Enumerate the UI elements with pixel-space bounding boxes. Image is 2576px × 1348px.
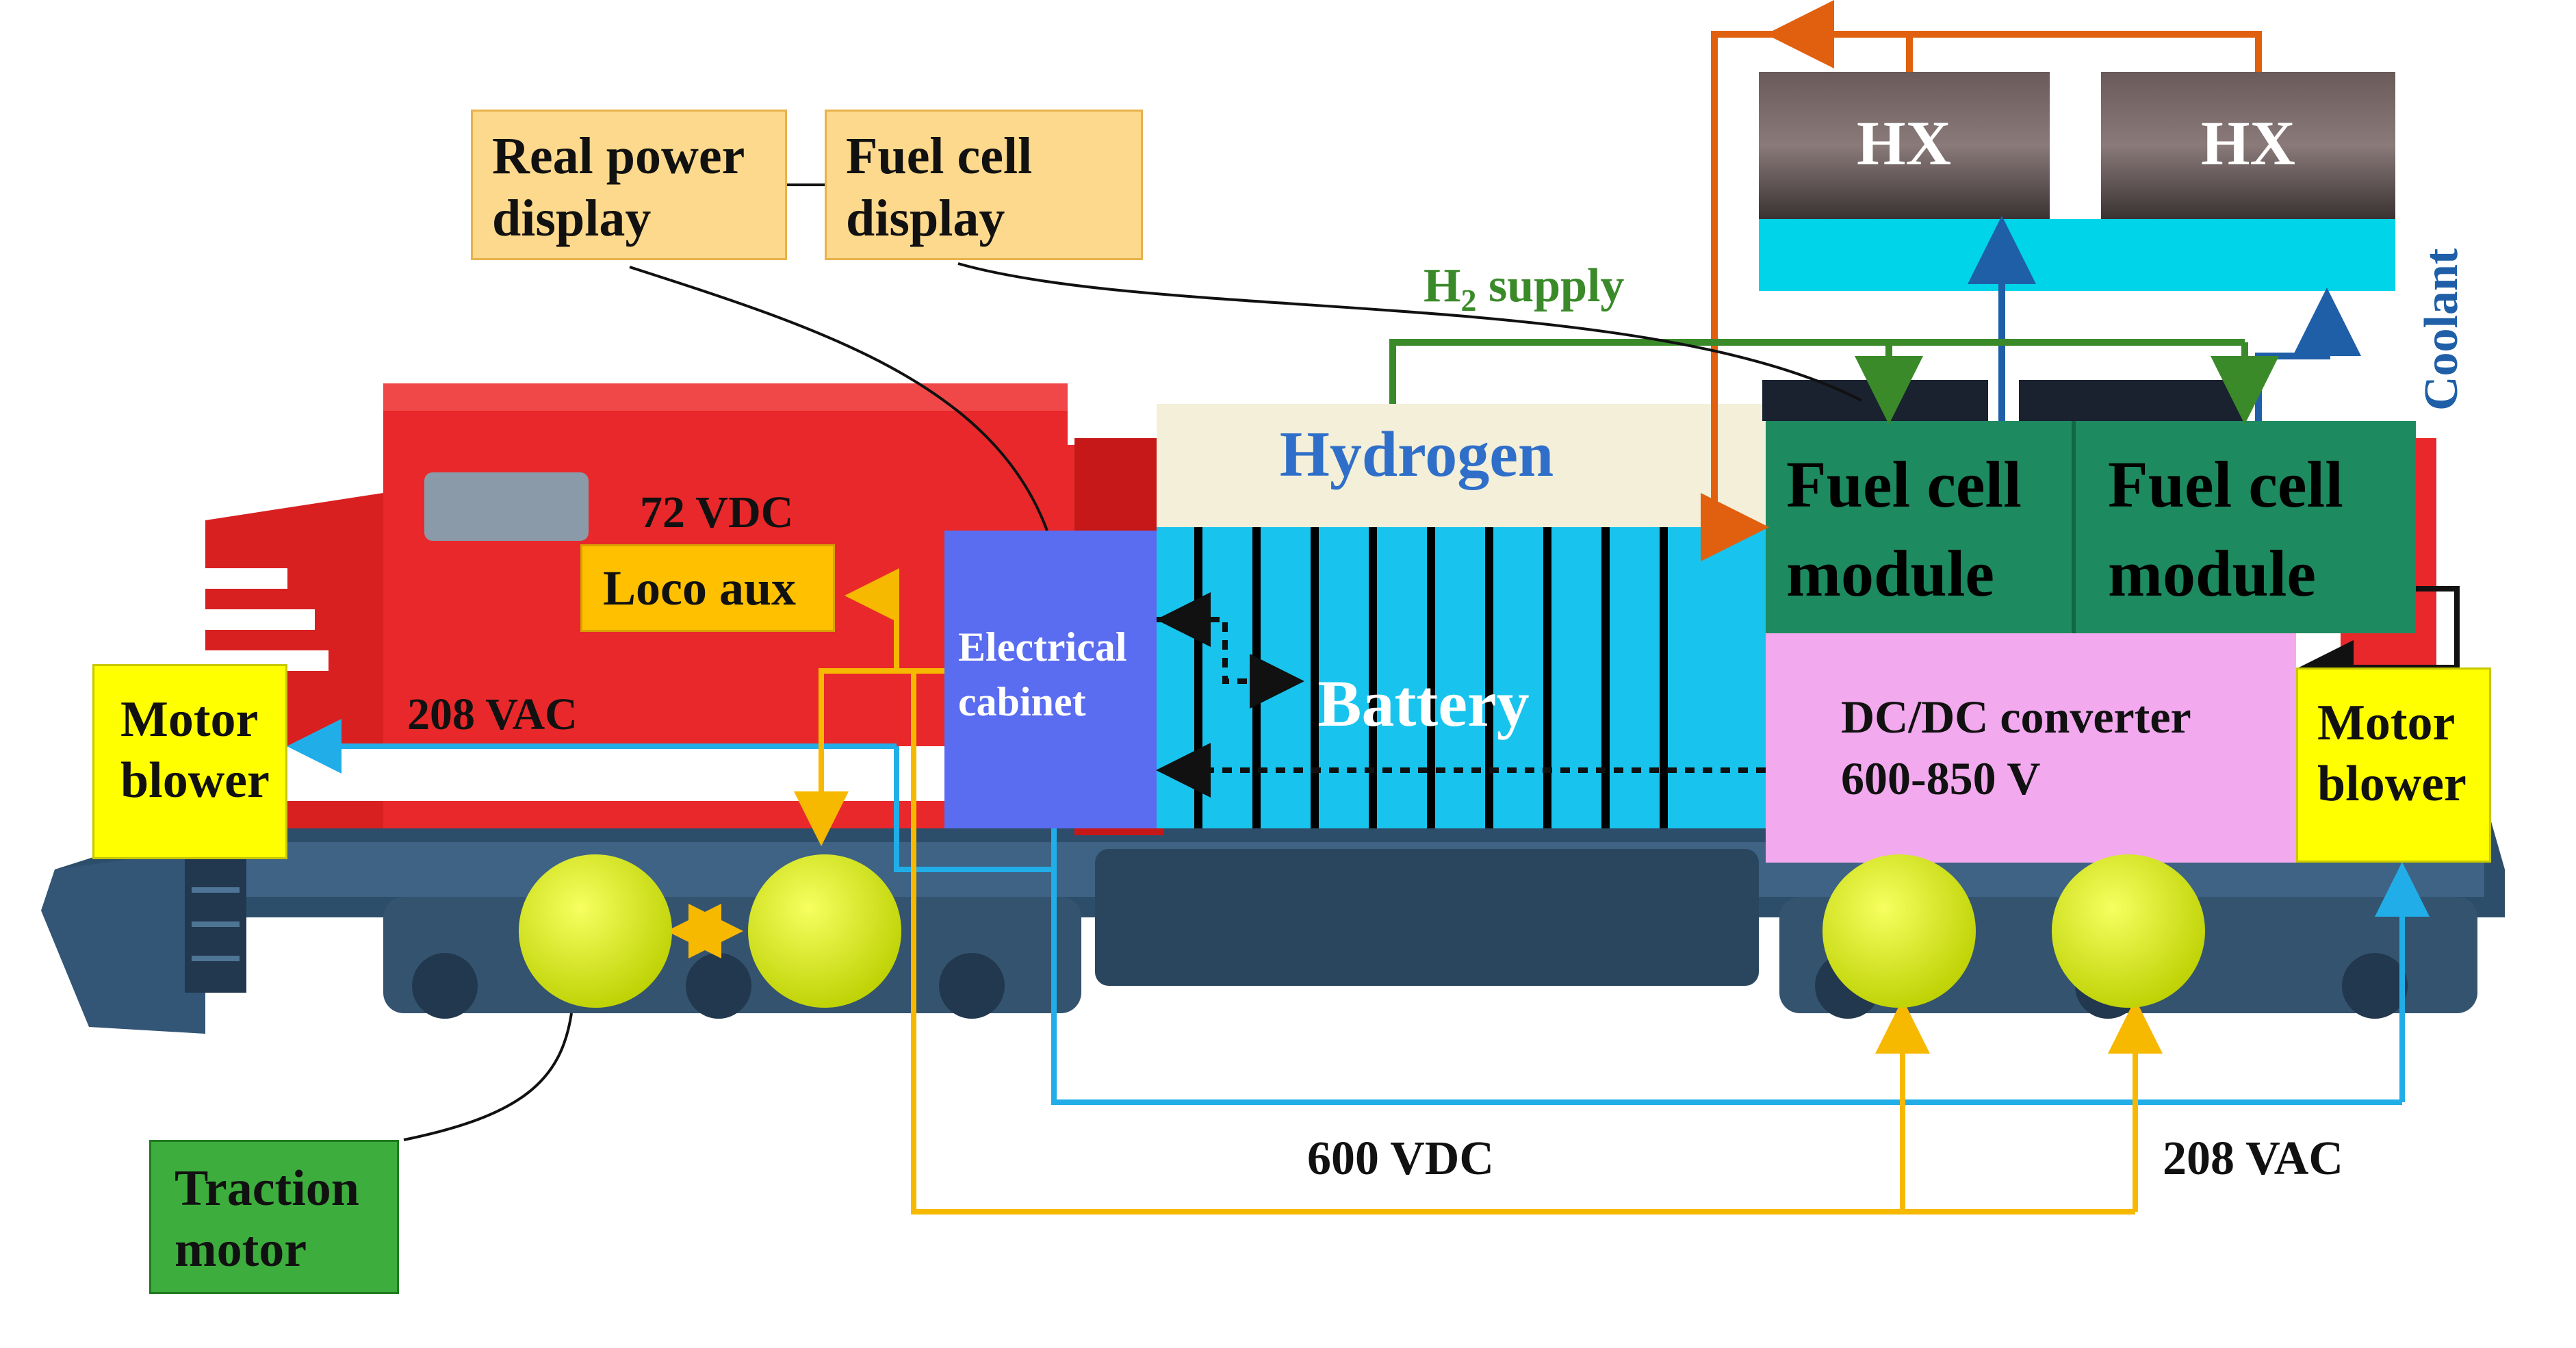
- traction-motor-3: [1822, 854, 1976, 1008]
- ac-line-bottom: [1051, 828, 2402, 1105]
- battery-label: Battery: [1317, 667, 1529, 740]
- traction-motor-box: Traction motor: [149, 1140, 399, 1294]
- label-600-vdc: 600 VDC: [1307, 1132, 1494, 1185]
- traction-motor-label: Traction motor: [175, 1160, 359, 1277]
- loco-aux-label: Loco aux: [603, 561, 797, 615]
- hx-left: [1759, 72, 2050, 219]
- fuel-cell-left-line2: module: [1786, 537, 1994, 610]
- motor-blower-right-box: Motor blower: [2296, 667, 2491, 863]
- front-pilot: [41, 849, 205, 1034]
- electrical-cabinet-label-1: Electrical: [958, 624, 1127, 670]
- coolant-tray: [1759, 219, 2395, 291]
- fuel-cell-display-leader: [957, 262, 1862, 402]
- hydrogen-tank: [1157, 404, 1773, 527]
- fuel-cell-module-left: [1766, 421, 2074, 633]
- coolant-arrow-right: [2255, 288, 2361, 421]
- dc-dc-converter-line2: 600-850 V: [1841, 752, 2041, 804]
- motor-blower-left-label: Motor blower: [120, 691, 270, 809]
- fuel-cell-right-line1: Fuel cell: [2108, 448, 2343, 521]
- fuel-cell-module-right: [2074, 421, 2416, 633]
- dc-dc-converter: [1766, 633, 2296, 863]
- electrical-cabinet-label-2: cabinet: [958, 679, 1086, 724]
- loco-aux-box: Loco aux: [580, 544, 835, 632]
- real-power-leader: [629, 266, 1048, 531]
- hydrogen-label: Hydrogen: [1280, 419, 1554, 490]
- h2-supply-line: [1389, 339, 2245, 404]
- label-208-vac-top: 208 VAC: [407, 689, 578, 739]
- fuel-cell-display-label: Fuel cell display: [846, 127, 1033, 248]
- dc-line-to-loco-aux: [845, 568, 944, 674]
- battery-cabinet-link: [1157, 617, 1304, 709]
- real-power-display-box: Real power display: [471, 110, 787, 260]
- label-208-vac-bottom: 208 VAC: [2163, 1132, 2343, 1185]
- heat-loop-top: [1906, 31, 2262, 72]
- fuel-cell-left-line1: Fuel cell: [1786, 448, 2022, 521]
- motor-blower-right-label: Motor blower: [2317, 695, 2466, 812]
- dc-line-bottom: [897, 668, 2135, 1215]
- fuel-cell-right-line2: module: [2108, 537, 2316, 610]
- coolant-label: Coolant: [2415, 249, 2468, 411]
- traction-motor-2: [748, 854, 901, 1008]
- cab-window: [424, 472, 589, 541]
- dc-dc-converter-line1: DC/DC converter: [1841, 691, 2191, 743]
- electrical-cabinet: [944, 531, 1157, 828]
- hx-right-label: HX: [2201, 108, 2295, 178]
- real-power-display-label: Real power display: [492, 127, 744, 248]
- traction-motor-1: [519, 854, 672, 1008]
- label-72-vdc: 72 VDC: [640, 487, 793, 537]
- traction-motor-4: [2052, 854, 2205, 1008]
- fuel-tank: [1095, 849, 1759, 986]
- h2-supply-label: H2 supply: [1424, 259, 1624, 318]
- traction-motor-leader: [403, 1013, 573, 1141]
- hx-left-label: HX: [1857, 108, 1951, 178]
- hx-right: [2101, 72, 2395, 219]
- fuel-cell-display-box: Fuel cell display: [825, 110, 1143, 260]
- motor-blower-left-box: Motor blower: [92, 664, 287, 859]
